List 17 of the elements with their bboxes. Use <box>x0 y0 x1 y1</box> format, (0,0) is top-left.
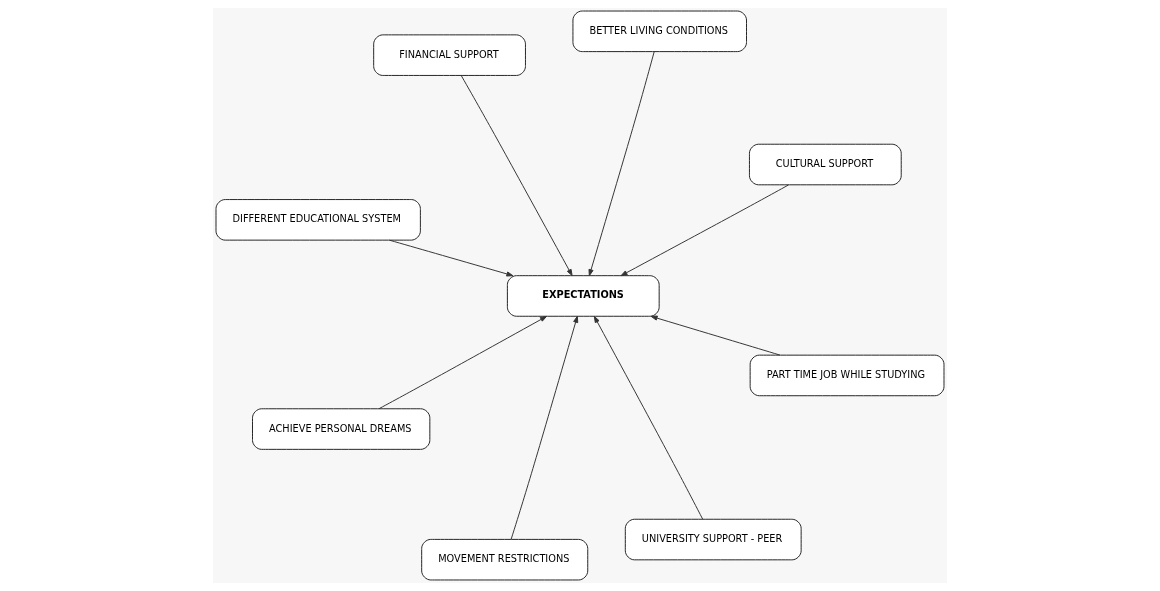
arrow <box>588 51 655 277</box>
node-box: MOVEMENT RESTRICTIONS <box>421 538 589 581</box>
node-box: CULTURAL SUPPORT <box>748 143 902 186</box>
arrow <box>650 315 781 356</box>
node-box: BETTER LIVING CONDITIONS <box>572 10 747 53</box>
node-box: DIFFERENT EDUCATIONAL SYSTEM <box>215 199 421 241</box>
node-box: FINANCIAL SUPPORT <box>373 34 526 76</box>
arrow <box>460 75 573 277</box>
node-box: EXPECTATIONS <box>506 275 660 317</box>
arrow <box>389 239 514 277</box>
arrow <box>510 315 579 540</box>
node-box: PART TIME JOB WHILE STUDYING <box>749 354 945 397</box>
arrow <box>593 315 704 520</box>
arrow <box>378 315 547 410</box>
node-box: UNIVERSITY SUPPORT - PEER <box>624 518 802 561</box>
node-box: ACHIEVE PERSONAL DREAMS <box>252 408 431 450</box>
arrow <box>620 184 789 277</box>
